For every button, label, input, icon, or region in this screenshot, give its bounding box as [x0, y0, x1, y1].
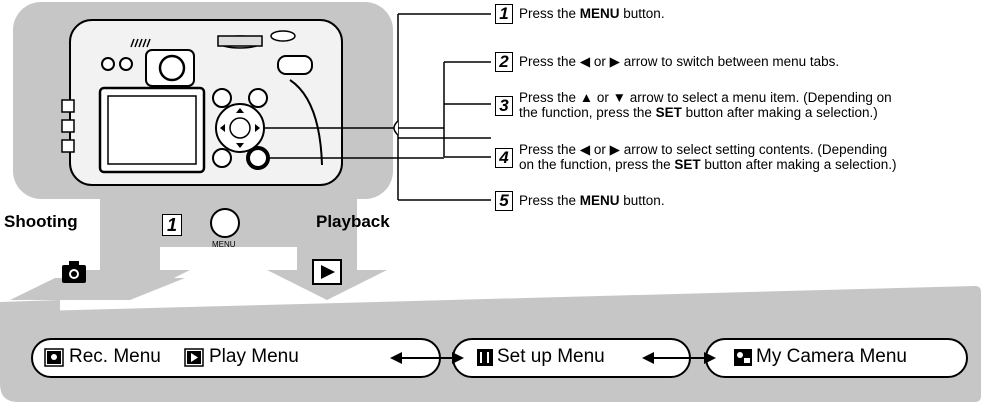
step-number-2: 2	[495, 52, 513, 72]
mycamera-menu-label[interactable]: My Camera Menu	[756, 346, 907, 367]
step-5-post: button.	[619, 193, 665, 208]
step-3-line1: Press the ▲ or ▼ arrow to select a menu …	[519, 90, 892, 105]
step-badge-1: 1	[162, 214, 182, 236]
playback-label: Playback	[316, 212, 390, 231]
step-1-pre: Press the	[519, 6, 580, 21]
step-4-line2-post: button after making a selection.)	[700, 157, 897, 172]
double-arrow-icon	[390, 352, 464, 364]
rec-menu-label[interactable]: Rec. Menu	[69, 346, 161, 367]
menu-button-label[interactable]: MENU	[212, 240, 236, 249]
camera-illustration	[61, 19, 343, 186]
step-1-post: button.	[619, 6, 665, 21]
step-3-line2-pre: the function, press the	[519, 105, 656, 120]
step-2-text: Press the ◀ or ▶ arrow to switch between…	[519, 54, 840, 69]
play-icon	[312, 259, 342, 285]
play-menu-icon	[184, 348, 204, 367]
step-text-4: Press the ◀ or ▶ arrow to select setting…	[519, 142, 896, 172]
step-5-bold: MENU	[579, 193, 620, 208]
step-3-line2: the function, press the SET button after…	[519, 105, 892, 120]
step-number-5: 5	[495, 191, 513, 211]
step-4-line2-pre: on the function, press the	[519, 157, 675, 172]
step-text-3: Press the ▲ or ▼ arrow to select a menu …	[519, 90, 892, 120]
step-5-pre: Press the	[519, 193, 580, 208]
rec-menu-icon	[44, 348, 64, 367]
setup-icon	[477, 349, 493, 366]
step-text-1: Press the MENU button.	[519, 6, 665, 21]
step-4-line2: on the function, press the SET button af…	[519, 157, 896, 172]
double-arrow-icon	[642, 352, 716, 364]
camera-icon	[62, 261, 86, 283]
shooting-label: Shooting	[4, 212, 78, 231]
step-text-5: Press the MENU button.	[519, 193, 665, 208]
play-menu-label[interactable]: Play Menu	[209, 346, 299, 367]
step-number-1: 1	[495, 4, 513, 24]
setup-menu-label[interactable]: Set up Menu	[497, 346, 605, 367]
menu-button-graphic	[210, 208, 240, 238]
my-camera-icon	[734, 349, 752, 366]
step-4-set: SET	[674, 157, 701, 172]
step-1-bold: MENU	[579, 6, 620, 21]
step-3-set: SET	[655, 105, 682, 120]
step-4-line1: Press the ◀ or ▶ arrow to select setting…	[519, 142, 888, 157]
step-3-line2-post: button after making a selection.)	[681, 105, 878, 120]
step-number-3: 3	[495, 96, 513, 116]
step-number-4: 4	[495, 148, 513, 168]
step-text-2: Press the ◀ or ▶ arrow to switch between…	[519, 54, 839, 69]
